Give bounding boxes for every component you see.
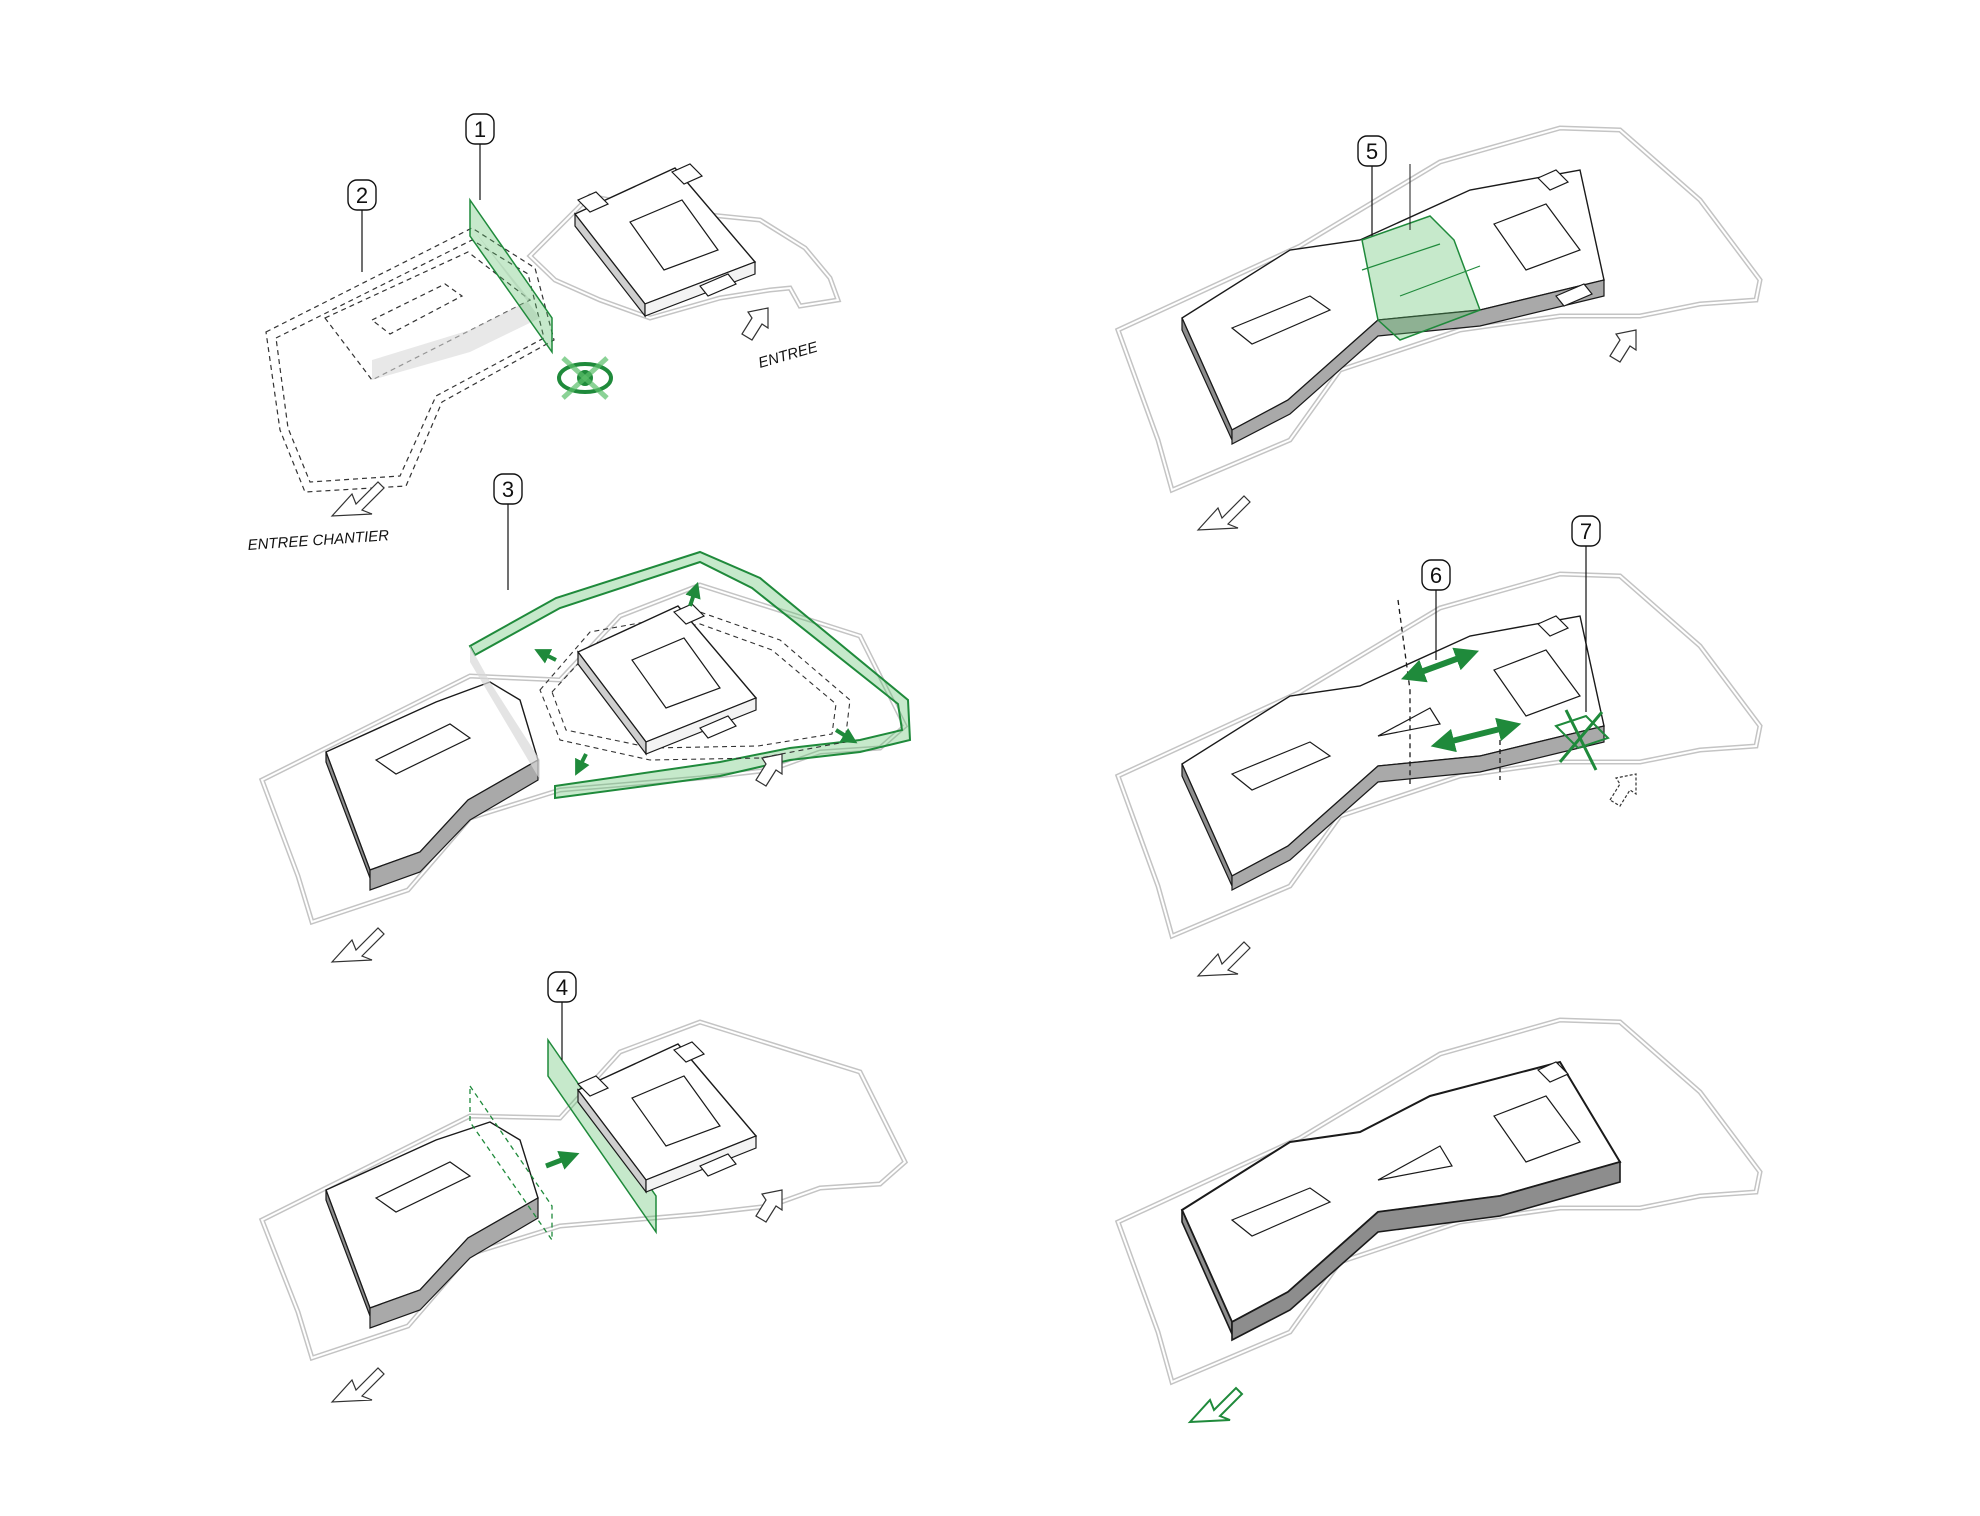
new-building-5 <box>1181 169 1605 445</box>
dashed-cut-plane <box>1397 599 1501 784</box>
existing-block-3 <box>576 603 758 756</box>
green-arrow <box>575 753 590 776</box>
green-arrow <box>534 649 557 664</box>
marker-6: 6 <box>1421 559 1451 660</box>
cut-plane-1 <box>469 197 553 355</box>
svg-text:4: 4 <box>556 975 568 1000</box>
green-extension-volume <box>1361 215 1481 341</box>
arrow-icon <box>1609 329 1637 363</box>
arrow-icon <box>330 1367 385 1403</box>
new-building-3 <box>325 646 540 891</box>
svg-text:1: 1 <box>474 117 486 142</box>
dashed-cut-plane <box>469 1083 553 1243</box>
marker-4: 4 <box>547 971 577 1060</box>
dashed-inner-loop <box>539 611 851 761</box>
arrow-icon <box>1609 773 1637 807</box>
arrow-icon <box>1187 1386 1244 1424</box>
panel-6-7: 6 7 <box>1114 515 1763 977</box>
marker-3: 3 <box>493 473 523 536</box>
panel-1: ENTREE ENTREE CHANTIER 1 2 <box>247 113 842 554</box>
marker-7: 7 <box>1571 515 1601 712</box>
existing-side-shade <box>372 228 540 380</box>
marker-1: 1 <box>465 113 495 200</box>
new-building-6 <box>1181 615 1605 891</box>
courtyard-dashed <box>370 283 464 335</box>
svg-text:7: 7 <box>1580 519 1592 544</box>
arrow-icon <box>330 481 385 517</box>
arrow-icon <box>741 307 769 341</box>
arrow-icon <box>755 1189 783 1223</box>
existing-site-dashed <box>265 227 555 493</box>
panel-4: 4 <box>258 971 909 1403</box>
marker-5: 5 <box>1357 135 1387 236</box>
arrow-icon <box>755 753 783 787</box>
final-building <box>1180 1060 1622 1342</box>
green-double-arrow <box>1400 647 1480 683</box>
arrow-icon <box>330 927 385 963</box>
svg-text:5: 5 <box>1366 139 1378 164</box>
svg-text:3: 3 <box>502 477 514 502</box>
new-building-4 <box>325 1121 539 1329</box>
existing-block-4 <box>576 1041 758 1194</box>
crossed-out-icon <box>1554 709 1610 771</box>
green-double-arrow <box>1430 717 1522 753</box>
svg-text:2: 2 <box>356 183 368 208</box>
entree-label: ENTREE <box>756 338 820 371</box>
panel-5: 5 <box>1114 125 1763 531</box>
arrow-icon <box>1196 495 1251 531</box>
panel-final <box>1114 1017 1763 1424</box>
green-arrow <box>685 581 701 607</box>
existing-block-right-1 <box>573 163 757 318</box>
svg-text:6: 6 <box>1430 563 1442 588</box>
green-arrow <box>545 1150 580 1170</box>
panel-3: 3 <box>258 473 912 963</box>
marker-2: 2 <box>347 179 377 272</box>
crossed-eye-icon <box>557 356 613 400</box>
entree-chantier-label: ENTREE CHANTIER <box>247 527 390 554</box>
green-arrow <box>834 728 858 744</box>
green-circulation-loop <box>468 550 912 800</box>
arrow-icon <box>1196 941 1251 977</box>
